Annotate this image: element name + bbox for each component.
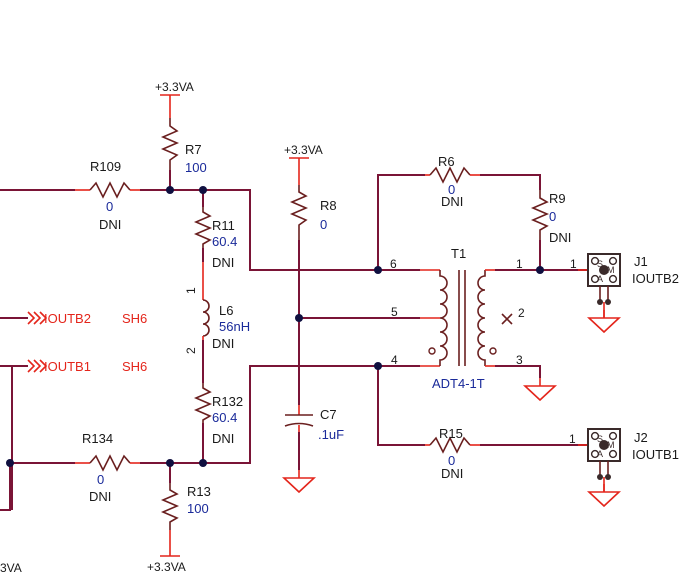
r15-dni: DNI: [441, 466, 463, 481]
t1-pin2: 2: [518, 306, 525, 320]
r134-dni: DNI: [89, 489, 111, 504]
offpage-ioutb2[interactable]: IOUTB2 SH6: [0, 311, 147, 326]
t1-ref: T1: [451, 246, 466, 261]
r11-value: 60.4: [212, 234, 237, 249]
offpage-net: IOUTB1: [44, 359, 91, 374]
ground-c7: [283, 469, 315, 493]
r9-value: 0: [549, 209, 556, 224]
offpage-net: IOUTB2: [44, 311, 91, 326]
connector-j2[interactable]: S M A 1 J2 IOUTB1: [569, 428, 679, 492]
j2-glyph-s: S: [597, 434, 603, 444]
resistor-r109[interactable]: R109 0 DNI: [75, 159, 140, 232]
r109-dni: DNI: [99, 217, 121, 232]
capacitor-c7[interactable]: C7 .1uF: [284, 405, 344, 442]
c7-ref: C7: [320, 407, 337, 422]
l6-pin2: 2: [184, 347, 198, 354]
j2-glyph-m: M: [607, 440, 615, 450]
offpage-ioutb1[interactable]: IOUTB1 SH6: [12, 359, 147, 374]
j1-glyph-m: M: [607, 265, 615, 275]
power-symbol-r8: +3.3VA: [284, 143, 323, 185]
r6-value: 0: [448, 182, 455, 197]
j1-glyph-a: A: [597, 274, 603, 284]
inductor-l6[interactable]: 1 2 L6 56nH DNI: [184, 262, 250, 354]
t1-pin5: 5: [391, 305, 398, 319]
j1-ref: J1: [634, 254, 648, 269]
j1-net: IOUTB2: [632, 271, 679, 286]
r132-value: 60.4: [212, 410, 237, 425]
transformer-t1[interactable]: 6 5 4 1 2 3 T1 ADT4-1T: [390, 246, 525, 391]
r11-dni: DNI: [212, 255, 234, 270]
r7-value: 100: [185, 160, 207, 175]
power-label: +3.3VA: [147, 560, 186, 574]
t1-pin6: 6: [390, 257, 397, 271]
r109-value: 0: [106, 199, 113, 214]
r13-ref: R13: [187, 484, 211, 499]
resistor-r11[interactable]: R11 60.4 DNI: [193, 207, 237, 270]
resistor-r8[interactable]: R8 0: [289, 185, 337, 240]
c7-value: .1uF: [318, 427, 344, 442]
r13-value: 100: [187, 501, 209, 516]
power-label: +3.3VA: [284, 143, 323, 157]
r134-ref: R134: [82, 431, 113, 446]
l6-value: 56nH: [219, 319, 250, 334]
junction-dots: [6, 186, 544, 467]
resistor-r9[interactable]: R9 0 DNI: [530, 190, 571, 245]
resistor-r7[interactable]: R7 100: [160, 118, 207, 175]
r9-dni: DNI: [549, 230, 571, 245]
wires: [0, 170, 588, 511]
power-label: +3.3VA: [155, 80, 194, 94]
j2-net: IOUTB1: [632, 447, 679, 462]
r132-ref: R132: [212, 394, 243, 409]
ground-j1: [588, 309, 620, 333]
resistor-r132[interactable]: R132 60.4 DNI: [193, 383, 243, 446]
power-symbol-r7: +3.3VA: [155, 80, 194, 118]
j2-pin: 1: [569, 432, 576, 446]
connector-j1[interactable]: S M A 1 J1 IOUTB2: [570, 253, 679, 318]
t1-pin1: 1: [516, 257, 523, 271]
r6-dni: DNI: [441, 194, 463, 209]
l6-ref: L6: [219, 303, 233, 318]
power-label-partial: 3VA: [0, 561, 22, 575]
j1-glyph-s: S: [597, 259, 603, 269]
j2-ref: J2: [634, 430, 648, 445]
resistor-r6[interactable]: R6 0 DNI: [425, 154, 480, 209]
resistor-r15[interactable]: R15 0 DNI: [425, 426, 480, 481]
r15-ref: R15: [439, 426, 463, 441]
t1-pin3: 3: [516, 353, 523, 367]
r6-ref: R6: [438, 154, 455, 169]
r11-ref: R11: [212, 218, 235, 233]
r132-dni: DNI: [212, 431, 234, 446]
r134-value: 0: [97, 472, 104, 487]
r109-ref: R109: [90, 159, 121, 174]
offpage-sheet: SH6: [122, 359, 147, 374]
j2-glyph-a: A: [597, 449, 603, 459]
r8-value: 0: [320, 217, 327, 232]
resistor-r134[interactable]: R134 0 DNI: [75, 431, 140, 504]
power-symbol-r13: +3.3VA: [147, 530, 186, 574]
ground-t1: [524, 377, 556, 401]
r15-value: 0: [448, 453, 455, 468]
offpage-sheet: SH6: [122, 311, 147, 326]
r7-ref: R7: [185, 142, 202, 157]
t1-pin4: 4: [391, 353, 398, 367]
t1-part: ADT4-1T: [432, 376, 485, 391]
ground-j2: [588, 483, 620, 507]
r9-ref: R9: [549, 191, 566, 206]
l6-dni: DNI: [212, 336, 234, 351]
l6-pin1: 1: [184, 287, 198, 294]
r8-ref: R8: [320, 198, 337, 213]
resistor-r13[interactable]: R13 100: [160, 483, 211, 530]
j1-pin: 1: [570, 257, 577, 271]
